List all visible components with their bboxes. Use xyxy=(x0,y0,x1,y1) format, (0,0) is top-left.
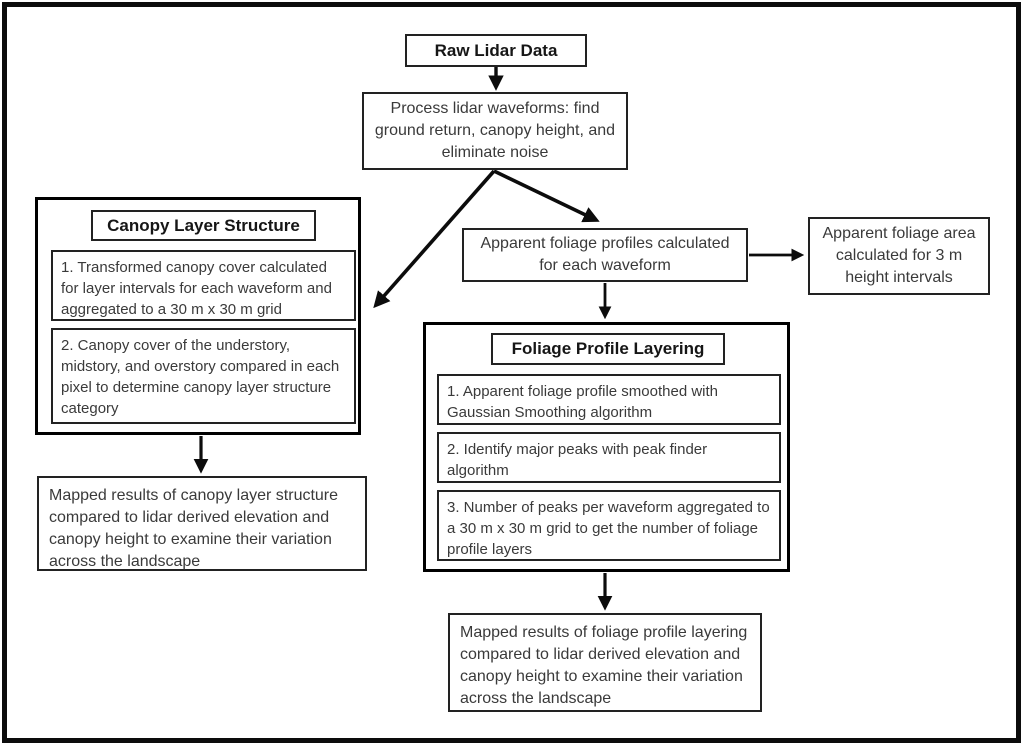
node-apparent-foliage-area: Apparent foliage area calculated for 3 m… xyxy=(808,217,990,295)
group-canopy-layer-structure: Canopy Layer Structure 1. Transformed ca… xyxy=(35,197,361,435)
group-foliage-title: Foliage Profile Layering xyxy=(491,333,725,365)
node-apparent-foliage-profiles: Apparent foliage profiles calculated for… xyxy=(462,228,748,282)
canopy-step-1: 1. Transformed canopy cover calculated f… xyxy=(51,250,356,321)
group-foliage-profile-layering: Foliage Profile Layering 1. Apparent fol… xyxy=(423,322,790,572)
node-raw-lidar-data: Raw Lidar Data xyxy=(405,34,587,67)
foliage-step-3: 3. Number of peaks per waveform aggregat… xyxy=(437,490,781,561)
group-canopy-title: Canopy Layer Structure xyxy=(91,210,316,241)
node-process-waveforms: Process lidar waveforms: find ground ret… xyxy=(362,92,628,170)
canopy-step-2: 2. Canopy cover of the understory, midst… xyxy=(51,328,356,424)
foliage-step-2: 2. Identify major peaks with peak finder… xyxy=(437,432,781,483)
node-mapped-foliage-results: Mapped results of foliage profile layeri… xyxy=(448,613,762,712)
node-mapped-canopy-results: Mapped results of canopy layer structure… xyxy=(37,476,367,571)
foliage-step-1: 1. Apparent foliage profile smoothed wit… xyxy=(437,374,781,425)
